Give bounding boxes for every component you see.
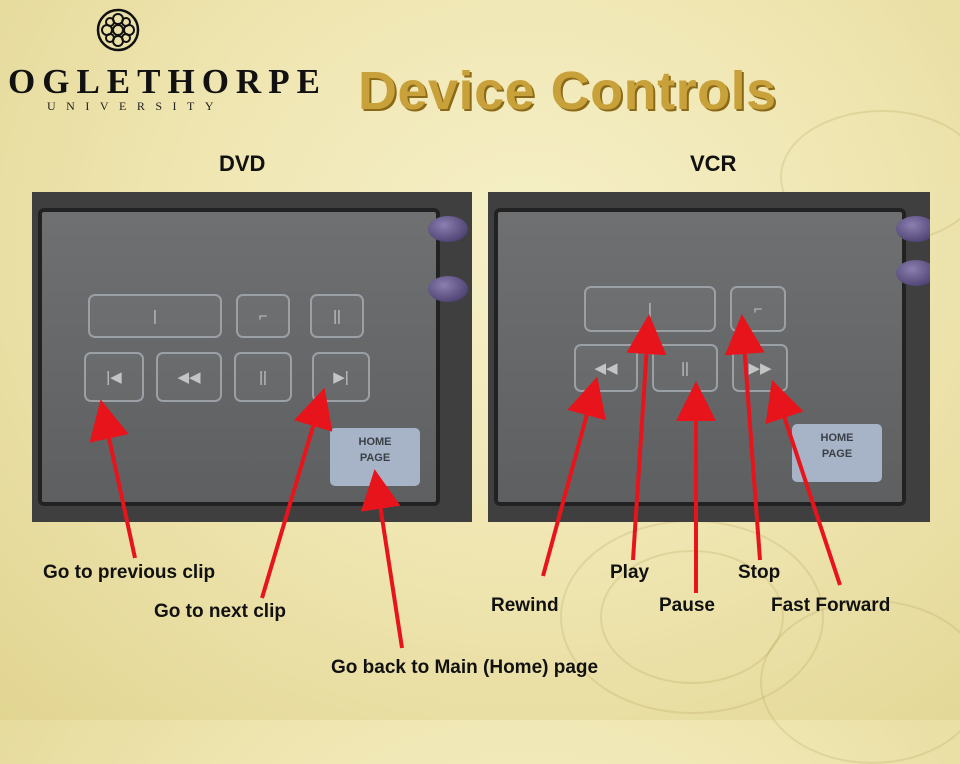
- label-play: Play: [610, 562, 650, 583]
- logo-subtitle: UNIVERSITY: [47, 99, 224, 113]
- home-button-label: HOME: [820, 432, 854, 444]
- arrow-play: [626, 314, 667, 561]
- label-pause: Pause: [659, 595, 715, 616]
- dvd-pause-button[interactable]: ||: [310, 294, 364, 338]
- dvd-rewind-button[interactable]: ◀◀: [156, 352, 222, 402]
- home-button-label: PAGE: [359, 452, 391, 464]
- dvd-next-clip-button[interactable]: ▶|: [312, 352, 370, 402]
- home-button-label: HOME: [358, 436, 392, 448]
- dvd-slow-button[interactable]: ||: [234, 352, 292, 402]
- dvd-control-panel: | ⌐ || |◀ ◀◀ || ▶| HOME PAGE: [32, 192, 472, 522]
- home-button-label: PAGE: [821, 448, 853, 460]
- hardware-button: [896, 260, 930, 286]
- arrow-stop: [724, 314, 765, 561]
- hardware-button: [896, 216, 930, 242]
- vcr-heading: VCR: [690, 151, 737, 176]
- arrow-rewind: [541, 376, 607, 577]
- label-home-page: Go back to Main (Home) page: [331, 657, 599, 678]
- label-fast-forward: Fast Forward: [771, 595, 891, 616]
- dvd-play-button[interactable]: |: [88, 294, 222, 338]
- arrow-home-page: [360, 469, 404, 649]
- dvd-stop-button[interactable]: ⌐: [236, 294, 290, 338]
- arrow-next-clip: [260, 387, 333, 599]
- callout-arrows: [89, 314, 842, 649]
- vcr-home-page-button[interactable]: HOME PAGE: [792, 424, 882, 482]
- label-rewind: Rewind: [491, 595, 559, 616]
- flower-emblem-icon: [96, 8, 140, 52]
- label-next-clip: Go to next clip: [154, 601, 286, 622]
- label-stop: Stop: [738, 562, 781, 583]
- vcr-touch-screen: | ⌐ ◀◀ || ▶▶ HOME PAGE: [494, 208, 906, 506]
- dvd-touch-screen: | ⌐ || |◀ ◀◀ || ▶| HOME PAGE: [38, 208, 440, 506]
- dvd-heading: DVD: [219, 151, 266, 176]
- background-swirl: [600, 550, 784, 684]
- hardware-button: [428, 216, 468, 242]
- label-previous-clip: Go to previous clip: [43, 562, 216, 583]
- page-title: Device Controls: [358, 61, 777, 121]
- arrow-previous-clip: [89, 399, 137, 559]
- arrow-fast-forward: [765, 379, 842, 586]
- hardware-button: [428, 276, 468, 302]
- logo-wordmark: OGLETHORPE: [8, 62, 327, 101]
- vcr-control-panel: | ⌐ ◀◀ || ▶▶ HOME PAGE: [488, 192, 930, 522]
